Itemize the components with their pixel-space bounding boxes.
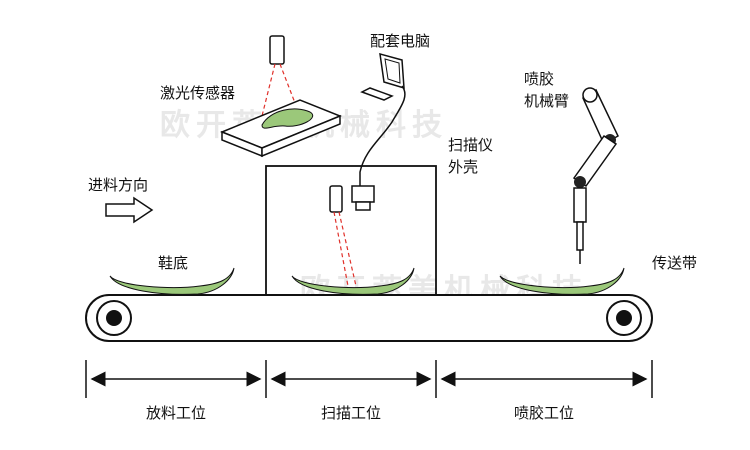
inner-laser-beam [338, 211, 357, 287]
station-label-unloading: 放料工位 [146, 404, 206, 422]
laser-beam [279, 63, 301, 117]
station-label-scanning: 扫描工位 [321, 404, 381, 422]
station-label-gluing: 喷胶工位 [514, 404, 574, 422]
conveyor-roller-right-hub [616, 310, 632, 326]
camera-icon [351, 185, 375, 203]
sole-label: 鞋底 [158, 254, 188, 272]
laser-sensor-head [269, 35, 285, 65]
scanner-housing: 扫描仪 外壳 [265, 136, 493, 297]
sole-scanning [291, 267, 415, 295]
camera-lens [355, 201, 371, 211]
glue-arm-label-line2: 机械臂 [524, 92, 569, 110]
scanner-label-line1: 扫描仪 [448, 136, 493, 154]
conveyor-belt-outline [85, 294, 653, 342]
keyboard-icon [360, 87, 394, 101]
laser-sensor-unit: 激光传感器 [160, 35, 342, 158]
sole-unloading [109, 267, 235, 295]
arm-base-joint [582, 87, 598, 103]
conveyor-roller-left-hub [106, 310, 122, 326]
conveyor-belt: 传送带 [85, 254, 697, 342]
feed-direction-arrow-icon [105, 196, 154, 224]
scan-platform-front [261, 114, 341, 158]
glue-gun [573, 187, 587, 223]
laser-beam [261, 63, 276, 117]
conveyor-label: 传送带 [652, 254, 697, 272]
arm-wrist-joint [574, 176, 586, 188]
glue-arm-label-line1: 喷胶 [524, 70, 554, 88]
feed-direction: 进料方向 [88, 176, 154, 224]
inner-laser-beam [333, 211, 349, 287]
arm-lower-segment [572, 134, 618, 188]
scanned-sole-shape [261, 108, 313, 129]
glue-nozzle [576, 221, 584, 251]
glue-robot-arm: 喷胶 机械臂 [524, 70, 619, 264]
computer-cable [359, 85, 406, 188]
computer-unit: 配套电脑 [359, 32, 430, 188]
laser-sensor-label: 激光传感器 [160, 84, 235, 102]
computer-label: 配套电脑 [370, 32, 430, 50]
monitor-screen [384, 58, 401, 84]
sole-gluing [499, 267, 625, 295]
inner-laser-sensor [329, 185, 343, 213]
feed-direction-label: 进料方向 [88, 176, 148, 194]
scanner-label-line2: 外壳 [448, 158, 478, 176]
station-markers: 放料工位 扫描工位 喷胶工位 [85, 360, 653, 422]
